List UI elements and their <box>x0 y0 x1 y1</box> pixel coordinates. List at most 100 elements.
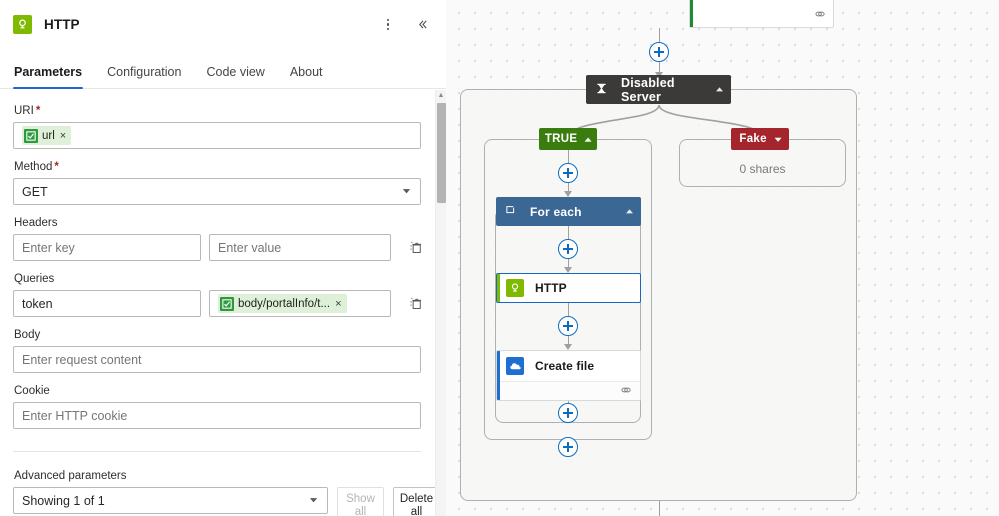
panel-header: HTTP <box>0 0 446 49</box>
node-for-each[interactable]: For each ▴ <box>496 197 641 226</box>
connector-arrow <box>563 267 572 273</box>
headers-value-input[interactable]: Enter value <box>209 234 391 261</box>
node-accent-bar <box>497 351 501 400</box>
show-all-button[interactable]: Show all <box>337 487 384 516</box>
expression-token-icon <box>24 128 38 143</box>
scrollbar-thumb[interactable] <box>437 103 446 203</box>
node-http[interactable]: HTTP <box>496 273 641 303</box>
branch-label-text: TRUE <box>544 133 578 145</box>
queries-token-label: body/portalInfo/t... <box>238 297 331 310</box>
page-title: HTTP <box>44 17 80 32</box>
uri-label: URI* <box>14 104 421 118</box>
body-input[interactable]: Enter request content <box>13 346 421 373</box>
cookie-input[interactable]: Enter HTTP cookie <box>13 402 421 429</box>
uri-token-label: url <box>42 129 55 142</box>
uri-input[interactable]: url × <box>13 122 421 149</box>
method-label: Method* <box>14 160 421 174</box>
node-create-file-header: Create file <box>497 351 640 381</box>
advanced-parameters-select[interactable]: Showing 1 of 1 ▾ <box>13 487 328 514</box>
panel-tabs: Parameters Configuration Code view About <box>0 49 446 89</box>
connector-arrow <box>563 191 572 197</box>
canvas-content: Disabled Server ▴ TRUE ▴ <box>446 0 999 516</box>
node-create-file[interactable]: Create file <box>496 350 641 401</box>
chevron-down-icon: ▾ <box>309 495 318 505</box>
scroll-up-icon[interactable]: ▲ <box>437 92 445 99</box>
method-label-text: Method <box>14 161 53 173</box>
connector-line <box>567 150 570 164</box>
node-title: Create file <box>535 359 595 373</box>
foreach-loop-icon <box>505 204 517 219</box>
link-icon <box>814 8 826 23</box>
queries-key-input[interactable]: token <box>13 290 201 317</box>
chevron-down-icon: ▾ <box>402 186 411 196</box>
connector-line <box>658 62 661 74</box>
cookie-label: Cookie <box>14 385 50 397</box>
node-create-file-footer <box>497 381 640 400</box>
add-step-foreach-top[interactable] <box>558 239 578 259</box>
queries-token[interactable]: body/portalInfo/t... × <box>218 294 347 313</box>
http-connector-icon <box>13 15 32 34</box>
double-chevron-left-icon[interactable] <box>412 14 434 36</box>
field-advanced-parameters: Advanced parameters Showing 1 of 1 ▾ Sho… <box>13 469 440 516</box>
connector-line <box>567 303 570 317</box>
more-vertical-icon[interactable] <box>377 14 399 36</box>
method-select[interactable]: GET ▾ <box>13 178 421 205</box>
node-title: HTTP <box>535 281 567 295</box>
uri-token[interactable]: url × <box>22 126 72 145</box>
body-label: Body <box>14 329 41 341</box>
add-step-true-branch-top[interactable] <box>558 163 578 183</box>
headers-key-input[interactable]: Enter key <box>13 234 201 261</box>
delete-all-button[interactable]: Delete all <box>393 487 440 516</box>
method-value: GET <box>22 184 48 199</box>
chevron-down-icon[interactable]: ▾ <box>774 134 782 143</box>
field-method: Method* GET ▾ <box>13 160 421 205</box>
parameters-form: URI* url × <box>0 90 446 516</box>
field-cookie: Cookie Enter HTTP cookie <box>13 384 421 429</box>
link-icon <box>620 384 632 399</box>
connector-line <box>567 259 570 269</box>
advanced-parameters-value: Showing 1 of 1 <box>22 493 105 508</box>
headers-label: Headers <box>14 217 58 229</box>
chevron-up-icon[interactable]: ▴ <box>585 134 593 143</box>
required-marker: * <box>35 105 41 117</box>
panel-scrollbar[interactable]: ▲ <box>435 90 446 516</box>
add-step-after-create-file[interactable] <box>558 403 578 423</box>
add-step-after-http[interactable] <box>558 316 578 336</box>
queries-row: token body/portalInfo/t... × <box>13 290 421 317</box>
add-step-below-trigger[interactable] <box>649 42 669 62</box>
tab-configuration[interactable]: Configuration <box>107 65 182 79</box>
partial-node-card[interactable] <box>689 0 834 28</box>
branch-label-true[interactable]: TRUE ▴ <box>539 128 597 150</box>
delete-row-icon[interactable] <box>405 237 427 259</box>
advanced-parameters-row: Showing 1 of 1 ▾ Show all Delete all <box>13 487 440 516</box>
delete-row-icon[interactable] <box>405 293 427 315</box>
queries-token-remove[interactable]: × <box>335 297 342 310</box>
chevron-up-icon[interactable]: ▴ <box>715 85 724 94</box>
section-divider <box>13 451 421 452</box>
workflow-canvas[interactable]: Disabled Server ▴ TRUE ▴ <box>446 0 999 516</box>
field-uri: URI* url × <box>13 104 421 149</box>
chevron-up-icon[interactable]: ▴ <box>625 207 634 216</box>
uri-label-text: URI <box>14 105 34 117</box>
node-accent-bar <box>497 274 501 302</box>
connector-line <box>658 501 661 516</box>
onedrive-cloud-icon <box>506 357 524 375</box>
uri-token-remove[interactable]: × <box>59 129 67 142</box>
node-accent-bar <box>690 0 694 27</box>
branch-label-fake[interactable]: Fake ▾ <box>731 128 789 150</box>
connector-line <box>567 226 570 240</box>
connector-line <box>567 401 570 403</box>
tab-about[interactable]: About <box>289 65 323 79</box>
connector-line <box>567 336 570 346</box>
node-title: Disabled Server <box>621 75 675 104</box>
fake-branch-body-text: 0 shares <box>739 162 786 176</box>
queries-value-input[interactable]: body/portalInfo/t... × <box>209 290 391 317</box>
node-details-panel: HTTP Parameters Configuration Code view … <box>0 0 446 516</box>
tab-code-view[interactable]: Code view <box>206 65 265 79</box>
branch-label-text: Fake <box>739 133 767 145</box>
headers-row: Enter key Enter value <box>13 234 421 261</box>
connector-arrow <box>563 344 572 350</box>
tab-parameters[interactable]: Parameters <box>13 65 84 89</box>
node-disabled-server[interactable]: Disabled Server ▴ <box>586 75 731 104</box>
add-step-after-foreach[interactable] <box>558 437 578 457</box>
